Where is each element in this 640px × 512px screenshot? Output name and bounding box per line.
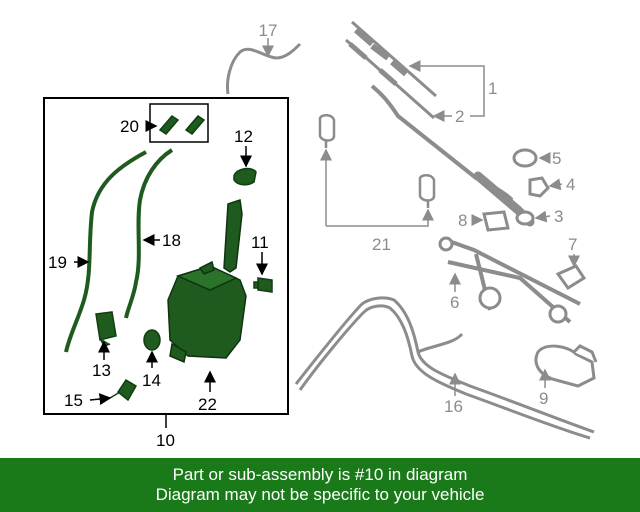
callout-3: 3 [554, 207, 563, 226]
callout-14: 14 [142, 371, 161, 390]
callout-21: 21 [372, 235, 391, 254]
bolt-15 [109, 378, 138, 402]
hose-19 [64, 150, 147, 353]
nozzle-21 [318, 114, 436, 208]
nut-4 [528, 176, 550, 198]
gray-leaders [262, 38, 580, 396]
callout-15: 15 [64, 391, 83, 410]
callout-13: 13 [92, 361, 111, 380]
callout-1: 1 [488, 79, 497, 98]
washer-hose-17 [226, 42, 302, 95]
reservoir-22 [167, 199, 247, 364]
callout-8: 8 [458, 211, 467, 230]
callout-17: 17 [259, 21, 278, 40]
pump-13 [95, 311, 117, 347]
banner-line-2: Diagram may not be specific to your vehi… [155, 485, 485, 504]
hose-16 [294, 296, 595, 440]
callout-2: 2 [455, 107, 464, 126]
bolt-11 [253, 277, 273, 293]
cap-5 [512, 148, 538, 168]
black-leaders [74, 120, 268, 406]
callout-19: 19 [48, 253, 67, 272]
wiper-blade-assembly [345, 20, 437, 120]
callout-22: 22 [198, 395, 217, 414]
callout-5: 5 [552, 149, 561, 168]
callout-12: 12 [234, 127, 253, 146]
clip-8 [482, 210, 510, 232]
wiper-arm-3 [370, 84, 535, 227]
check-valves-20 [158, 115, 206, 135]
callout-9: 9 [539, 389, 548, 408]
callout-11: 11 [251, 233, 269, 252]
cap-12 [233, 167, 257, 186]
callout-4: 4 [566, 175, 575, 194]
callout-7: 7 [568, 235, 577, 254]
callout-18: 18 [162, 231, 181, 250]
callout-16: 16 [444, 397, 463, 416]
callout-6: 6 [450, 293, 459, 312]
pivot-7 [555, 264, 587, 291]
hose-18 [124, 148, 174, 319]
parts-diagram: 17 1 2 5 4 3 8 7 21 6 9 16 20 12 18 11 1… [43, 20, 598, 450]
banner-line-1: Part or sub-assembly is #10 in diagram [172, 465, 468, 484]
callout-10: 10 [156, 431, 175, 450]
linkage-6 [438, 236, 581, 324]
grommet-14 [143, 329, 161, 351]
callout-20: 20 [120, 117, 139, 136]
info-banner: Part or sub-assembly is #10 in diagram D… [0, 458, 640, 512]
